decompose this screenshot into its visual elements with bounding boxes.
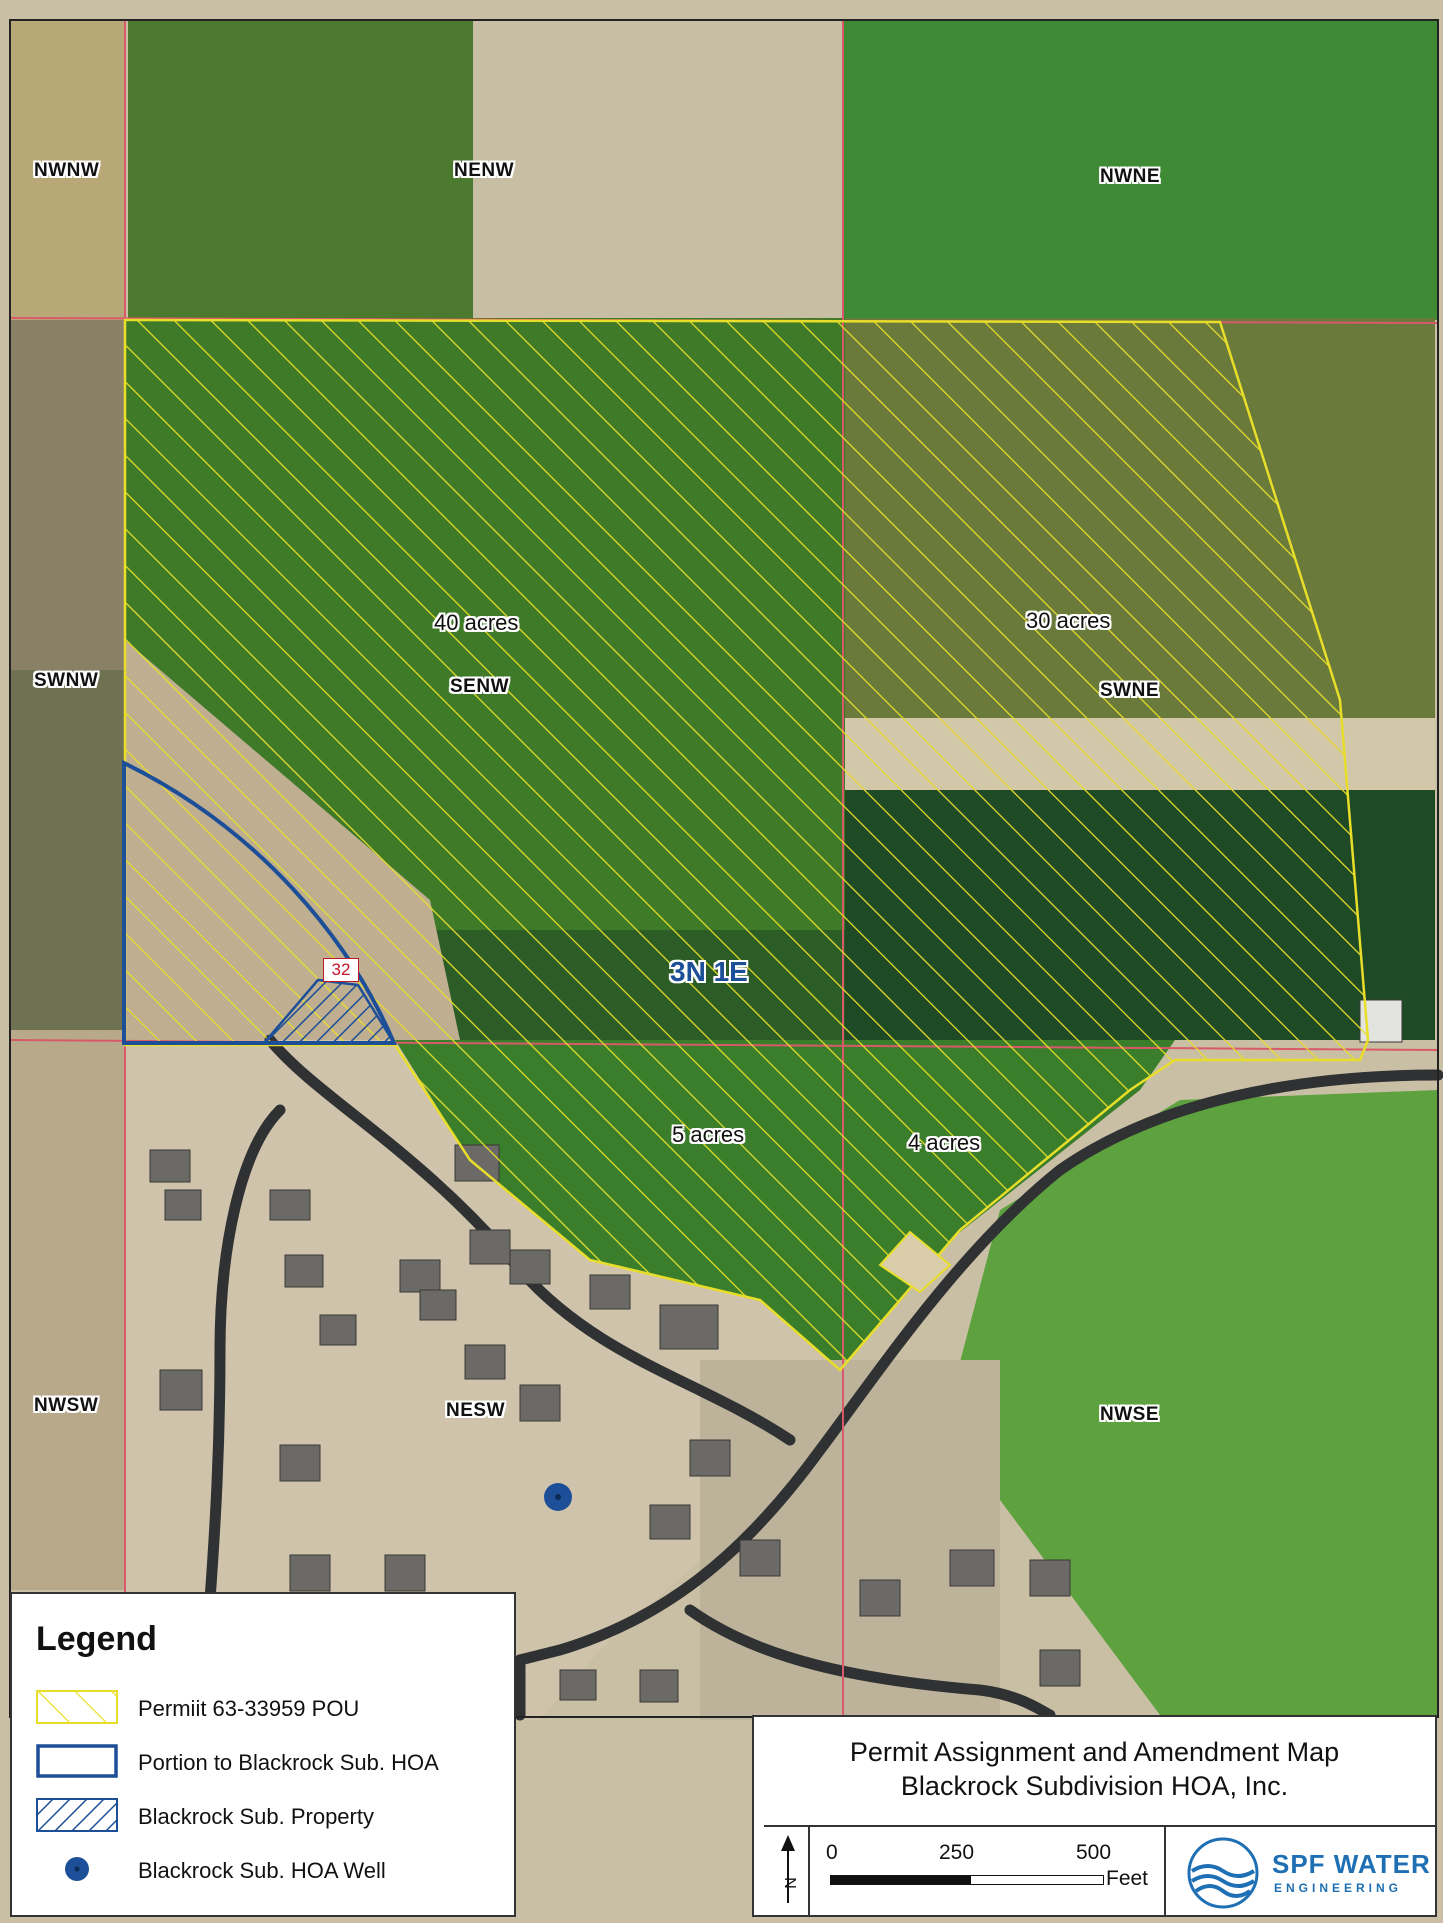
acre-label-30: 30 acres bbox=[1026, 608, 1111, 633]
map-subtitle: Blackrock Subdivision HOA, Inc. bbox=[900, 1771, 1289, 1801]
label-swne: SWNE bbox=[1100, 680, 1159, 701]
blue-hatch-icon bbox=[36, 1798, 118, 1832]
hoa-portion-outline[interactable] bbox=[122, 759, 398, 1045]
acre-label-4: 4 acres bbox=[908, 1130, 981, 1155]
label-nwse: NWSE bbox=[1100, 1404, 1159, 1425]
water-wave-logo-icon bbox=[1187, 1837, 1259, 1909]
blackrock-property[interactable] bbox=[261, 978, 397, 1045]
legend-title: Legend bbox=[36, 1620, 157, 1658]
scale-tick-0: 0 bbox=[826, 1841, 838, 1864]
township-label: 3N 1E bbox=[670, 956, 748, 987]
hoa-well-icon[interactable] bbox=[544, 1483, 572, 1511]
label-nwnw: NWNW bbox=[34, 160, 100, 181]
label-nenw: NENW bbox=[454, 160, 515, 181]
scale-unit: Feet bbox=[1106, 1867, 1149, 1890]
scale-bar: N 0 250 500 Feet bbox=[764, 1825, 1166, 1917]
logo-line-1: SPF WATER bbox=[1272, 1849, 1431, 1879]
scale-bar-hollow bbox=[970, 1875, 1104, 1885]
legend: Legend Permiit 63-33959 POU Portion to B… bbox=[10, 1592, 516, 1917]
acre-label-40: 40 acres bbox=[434, 610, 519, 635]
north-arrow-icon: N bbox=[781, 1835, 800, 1903]
blue-outline-icon bbox=[36, 1744, 118, 1778]
section-number: 32 bbox=[323, 958, 359, 982]
legend-label-well: Blackrock Sub. HOA Well bbox=[138, 1858, 386, 1883]
scale-bar-solid bbox=[830, 1875, 970, 1885]
well-dot-icon bbox=[65, 1857, 89, 1881]
pou-small-parcel bbox=[878, 1230, 952, 1294]
houses bbox=[149, 999, 1403, 1703]
logo: SPF WATER ENGINEERING bbox=[1166, 1825, 1437, 1917]
legend-label-hoa-portion: Portion to Blackrock Sub. HOA bbox=[138, 1750, 439, 1775]
legend-label-pou: Permiit 63-33959 POU bbox=[138, 1696, 360, 1721]
scale-tick-250: 250 bbox=[939, 1841, 975, 1864]
label-swnw: SWNW bbox=[34, 670, 99, 691]
logo-line-2: ENGINEERING bbox=[1274, 1881, 1403, 1895]
label-nwne: NWNE bbox=[1100, 166, 1161, 187]
label-nwsw: NWSW bbox=[34, 1395, 99, 1416]
acre-label-5: 5 acres bbox=[672, 1122, 745, 1147]
legend-label-property: Blackrock Sub. Property bbox=[138, 1804, 374, 1829]
pou-area[interactable] bbox=[123, 318, 1370, 1372]
title-block: Permit Assignment and Amendment Map Blac… bbox=[752, 1715, 1437, 1917]
label-senw: SENW bbox=[450, 676, 509, 697]
label-nesw: NESW bbox=[446, 1400, 505, 1421]
map-title: Permit Assignment and Amendment Map bbox=[849, 1737, 1340, 1767]
scale-tick-500: 500 bbox=[1076, 1841, 1112, 1864]
yellow-hatch-icon bbox=[36, 1690, 118, 1724]
svg-text:N: N bbox=[783, 1877, 800, 1889]
